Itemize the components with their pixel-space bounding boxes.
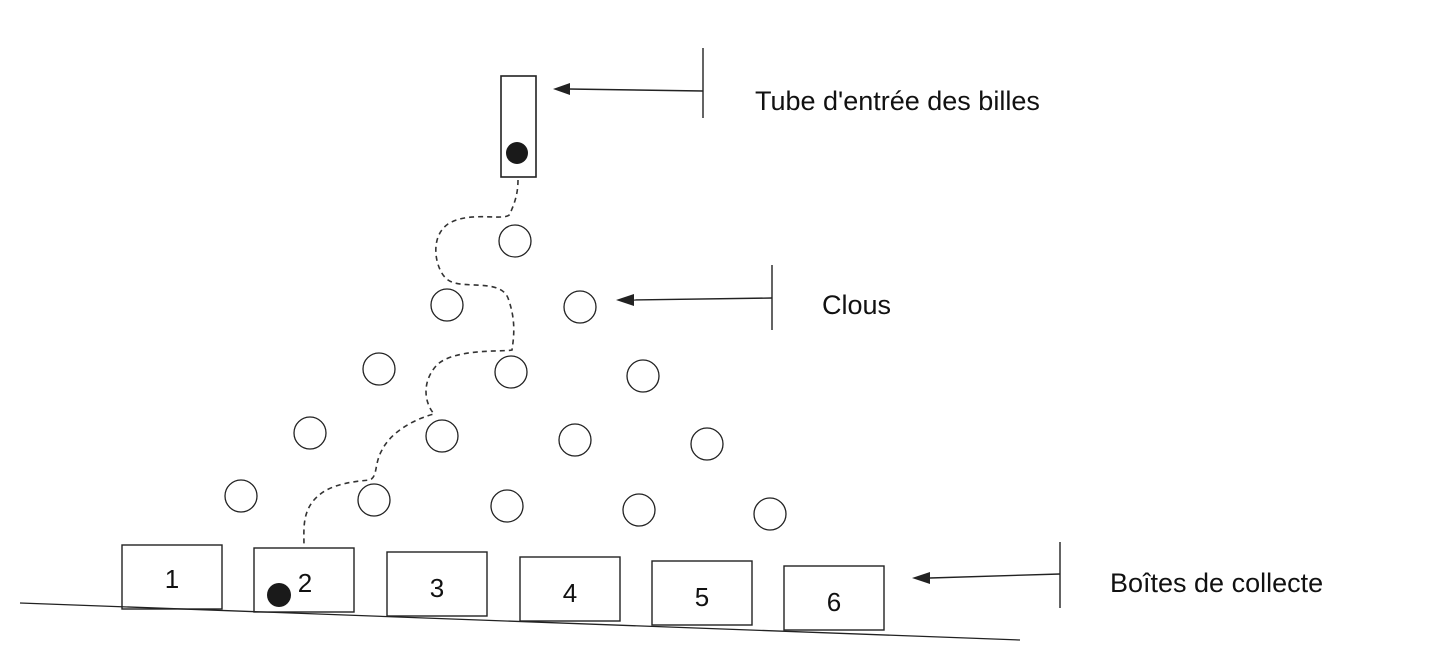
box-1: 1 xyxy=(121,544,223,610)
nail xyxy=(753,497,787,531)
box-6-frame xyxy=(783,565,885,631)
ball-in-tube xyxy=(506,142,528,164)
box-6-number: 6 xyxy=(827,587,841,617)
ball-landed xyxy=(267,583,291,607)
nail xyxy=(558,423,592,457)
tube-pointer xyxy=(553,48,704,118)
box-2-number: 2 xyxy=(298,568,312,598)
nails-group xyxy=(224,224,787,531)
entry-tube-body xyxy=(500,75,537,178)
tube-pointer-line xyxy=(567,88,704,92)
nail xyxy=(626,359,660,393)
box-3-frame xyxy=(386,551,488,617)
box-3-number: 3 xyxy=(430,573,444,603)
box-5-number: 5 xyxy=(695,582,709,612)
nail xyxy=(494,355,528,389)
nail xyxy=(690,427,724,461)
nail xyxy=(430,288,464,322)
nail xyxy=(357,483,391,517)
box-4-frame xyxy=(519,556,621,622)
box-4: 4 xyxy=(519,556,621,622)
nail xyxy=(622,493,656,527)
box-6: 6 xyxy=(783,565,885,631)
ball-path xyxy=(303,179,519,549)
box-2-frame xyxy=(253,547,355,613)
nails-label: Clous xyxy=(822,290,891,320)
collection-boxes: 1 2 3 4 5 6 xyxy=(121,544,885,631)
box-5: 5 xyxy=(651,560,753,626)
entry-tube xyxy=(500,75,537,178)
nail xyxy=(498,224,532,258)
box-1-frame xyxy=(121,544,223,610)
box-1-number: 1 xyxy=(165,564,179,594)
nail xyxy=(563,290,597,324)
box-4-number: 4 xyxy=(563,578,577,608)
box-2: 2 xyxy=(253,547,355,613)
nails-pointer xyxy=(616,265,773,330)
nail xyxy=(224,479,258,513)
boxes-arrowhead xyxy=(912,572,930,584)
nail xyxy=(293,416,327,450)
box-3: 3 xyxy=(386,551,488,617)
boxes-pointer-line xyxy=(929,573,1061,579)
nail xyxy=(362,352,396,386)
boxes-pointer xyxy=(912,542,1061,608)
tube-label: Tube d'entrée des billes xyxy=(755,86,1040,116)
nail xyxy=(425,419,459,453)
nails-pointer-line xyxy=(631,297,773,301)
boxes-label: Boîtes de collecte xyxy=(1110,568,1323,598)
tube-arrowhead xyxy=(553,83,570,95)
box-5-frame xyxy=(651,560,753,626)
nail xyxy=(490,489,524,523)
nails-arrowhead xyxy=(616,294,634,306)
